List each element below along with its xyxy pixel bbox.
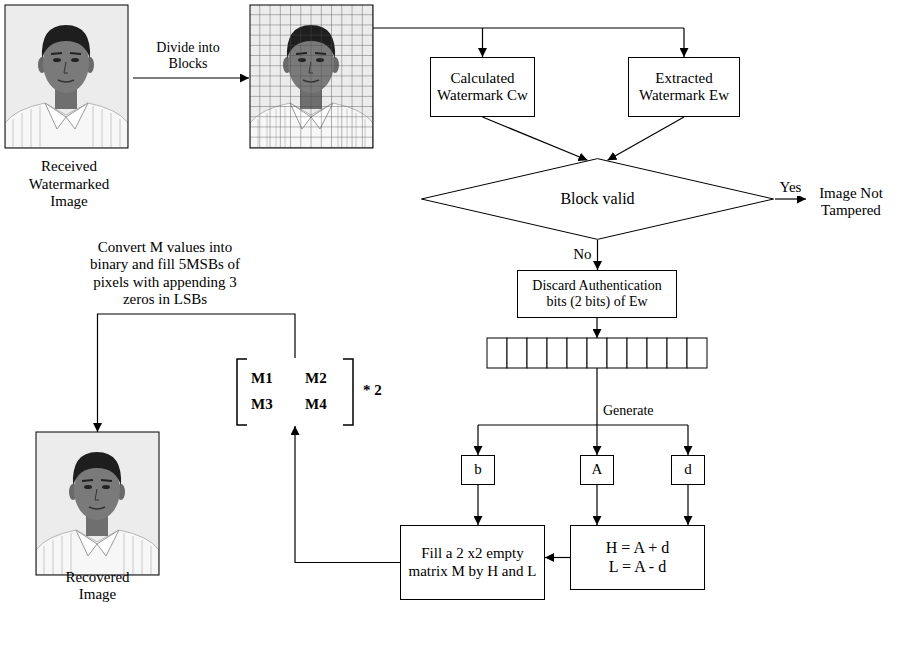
process-box: Discard Authentication bits (2 bits) of … [517,270,677,318]
node-text: Calculated Watermark Cw [436,70,529,105]
connector [597,240,598,270]
value-box: A [580,455,614,485]
decision-diamond: Block valid [420,158,775,240]
recovered-photo [36,432,159,575]
matrix-entry: M2 [305,370,327,387]
process-box: Calculated Watermark Cw [430,57,535,117]
connector [687,485,688,525]
node-text: Received Watermarked Image [17,158,121,210]
matrix-entry: * 2 [363,382,382,399]
connector [545,557,570,558]
matrix-node: M1M2M3M4* 2 [235,358,355,426]
image-node: Received Watermarked Image [5,5,133,212]
node-text: Discard Authentication bits (2 bits) of … [523,278,671,310]
received-photo [5,5,128,148]
node-text: Fill a 2 x2 empty matrix M by H and L [406,545,539,580]
blocked-photo [250,5,373,148]
left-bracket [237,359,247,425]
node-text: Block valid [560,190,634,208]
node-text: Image Not Tampered [810,185,892,220]
matrix-entry: M4 [305,396,327,413]
matrix-entry: M1 [251,370,273,387]
value-box: d [671,455,705,485]
node-text: Recovered Image [46,569,150,604]
connector [608,117,685,160]
edge-label: Convert M values into binary and fill 5M… [78,239,253,308]
annotation-label: Generate [603,403,673,419]
node-text: L = A - d [609,558,666,576]
annotation-label: Divide into Blocks [148,40,228,72]
generate-arrows [478,368,688,455]
diamond-shape [421,159,773,240]
process-box: Fill a 2 x2 empty matrix M by H and L [400,525,545,600]
edge-label: Yes [780,179,802,196]
value-box: b [461,455,495,485]
divide-arrow [133,77,249,78]
node-text: b [474,461,482,478]
node-text: Extracted Watermark Ew [634,70,734,105]
connector [596,485,597,525]
matrix-entry: M3 [251,396,273,413]
formula-box: H = A + dL = A - d [570,525,705,590]
edge-label: No [573,246,591,263]
process-box: Extracted Watermark Ew [628,57,740,117]
bit-array [487,338,707,368]
result-text: Image Not Tampered [808,180,894,224]
split-arrows [373,28,684,57]
connector [477,485,478,525]
image-node: Recovered Image [20,432,175,605]
node-text: d [684,461,692,478]
connector [775,198,806,199]
connector [98,314,296,432]
connector [295,426,400,563]
node-text: A [592,461,603,478]
connector [483,117,588,160]
matrix-brackets [235,358,355,426]
bits-arrow [596,318,597,338]
node-text: H = A + d [606,539,669,557]
right-bracket [343,359,353,425]
